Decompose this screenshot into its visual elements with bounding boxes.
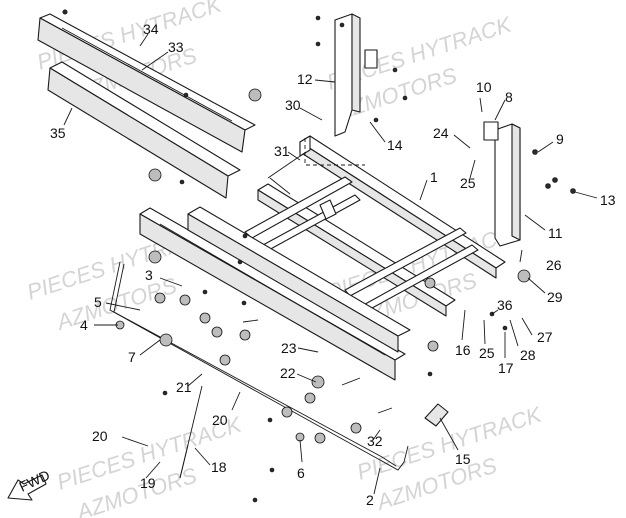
callout-33: 33 bbox=[168, 39, 184, 55]
callout-4: 4 bbox=[80, 317, 88, 333]
callout-26: 26 bbox=[546, 257, 562, 273]
callout-10: 10 bbox=[476, 79, 492, 95]
callout-13: 13 bbox=[600, 192, 616, 208]
callout-19: 19 bbox=[140, 475, 156, 491]
callout-32: 32 bbox=[367, 433, 383, 449]
callout-27: 27 bbox=[537, 329, 553, 345]
callout-15: 15 bbox=[455, 451, 471, 467]
callout-22: 22 bbox=[280, 365, 296, 381]
callout-20: 20 bbox=[212, 412, 228, 428]
callout-24: 24 bbox=[433, 125, 449, 141]
main-frame-part-1 bbox=[244, 135, 506, 317]
callout-6: 6 bbox=[297, 465, 305, 481]
callout-30: 30 bbox=[285, 97, 301, 113]
lower-tube-part-2 bbox=[109, 261, 409, 471]
callout-25: 25 bbox=[479, 345, 495, 361]
callout-9: 9 bbox=[556, 131, 564, 147]
hardware-fasteners bbox=[115, 88, 531, 503]
callout-8: 8 bbox=[505, 89, 513, 105]
rubber-strip-part-35 bbox=[47, 61, 241, 199]
callout-7: 7 bbox=[128, 349, 136, 365]
callout-17: 17 bbox=[498, 360, 514, 376]
callout-labels: 34 33 35 12 30 10 8 9 24 25 14 31 1 13 1… bbox=[50, 21, 616, 508]
upright-bracket-part-11 bbox=[483, 121, 576, 247]
angle-rail-part-33 bbox=[37, 9, 256, 153]
callout-23: 23 bbox=[281, 340, 297, 356]
callout-36: 36 bbox=[497, 297, 513, 313]
callout-3: 3 bbox=[145, 267, 153, 283]
callout-20: 20 bbox=[92, 428, 108, 444]
upright-bracket-part-12 bbox=[304, 13, 408, 166]
callout-14: 14 bbox=[387, 137, 403, 153]
callout-11: 11 bbox=[548, 225, 563, 241]
gas-strut-part-18 bbox=[179, 385, 203, 479]
handle-grip-part-15 bbox=[424, 403, 449, 427]
callout-34: 34 bbox=[143, 21, 159, 37]
leader-lines bbox=[63, 33, 598, 495]
callout-2: 2 bbox=[366, 492, 374, 508]
callout-35: 35 bbox=[50, 125, 66, 141]
callout-28: 28 bbox=[520, 347, 536, 363]
callout-29: 29 bbox=[547, 289, 563, 305]
callout-31: 31 bbox=[274, 143, 290, 159]
fwd-arrow-icon: FWD bbox=[7, 467, 52, 501]
callout-21: 21 bbox=[176, 379, 192, 395]
callout-1: 1 bbox=[430, 169, 438, 185]
callout-12: 12 bbox=[297, 71, 313, 87]
lower-channel-rails bbox=[139, 206, 411, 381]
callout-5: 5 bbox=[94, 294, 102, 310]
callout-16: 16 bbox=[455, 342, 471, 358]
callout-18: 18 bbox=[211, 459, 227, 475]
callout-25: 25 bbox=[460, 175, 476, 191]
